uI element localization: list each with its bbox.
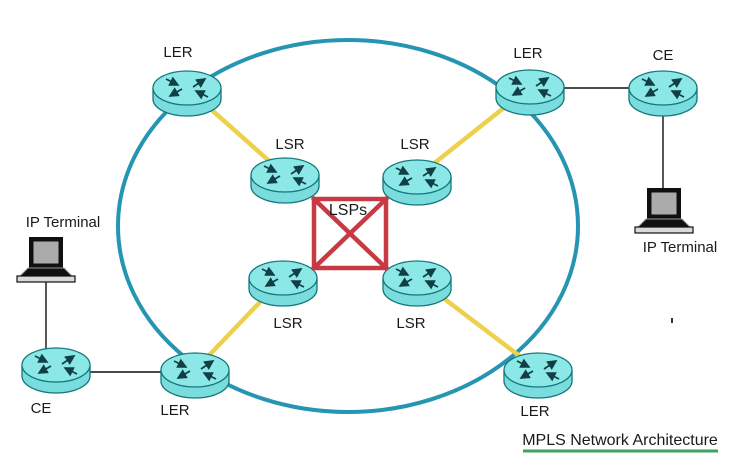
router-ler-top-left	[153, 71, 221, 116]
ip-terminal-left-icon	[16, 236, 76, 283]
diagram-title: MPLS Network Architecture	[522, 432, 718, 449]
label-lsr-bottom-left: LSR	[273, 315, 302, 332]
label-ler-top-right: LER	[513, 45, 542, 62]
router-ler-bottom-left	[161, 353, 229, 398]
lsp-diagonal-2	[310, 195, 390, 272]
label-lsr-top-right: LSR	[400, 136, 429, 153]
ip-terminal-right-icon	[634, 187, 694, 234]
router-ce-top-right	[629, 71, 697, 116]
label-ce-top-right: CE	[653, 47, 674, 64]
router-ce-bottom-left	[22, 348, 90, 393]
router-lsr-top-right	[383, 160, 451, 205]
label-ler-top-left: LER	[163, 44, 192, 61]
router-ler-top-right	[496, 70, 564, 115]
label-ip-terminal-right: IP Terminal	[643, 239, 717, 256]
router-lsr-top-left	[251, 158, 319, 203]
lsp-box-label: LSPs	[329, 202, 367, 219]
stray-mark	[671, 318, 673, 323]
lsp-box	[311, 196, 389, 271]
label-ip-terminal-left: IP Terminal	[26, 214, 100, 231]
label-ler-bottom-right: LER	[520, 403, 549, 420]
mpls-network-ring	[116, 38, 580, 414]
router-lsr-bottom-right	[383, 261, 451, 306]
label-lsr-top-left: LSR	[275, 136, 304, 153]
lsp-mesh-box: LSPs	[310, 195, 390, 272]
diagram-caption: MPLS Network Architecture	[522, 432, 718, 453]
ler-lsr-links	[184, 84, 541, 373]
label-ce-bottom-left: CE	[31, 400, 52, 417]
label-lsr-bottom-right: LSR	[396, 315, 425, 332]
router-lsr-bottom-left	[249, 261, 317, 306]
router-ler-bottom-right	[504, 353, 572, 398]
label-ler-bottom-left: LER	[160, 402, 189, 419]
